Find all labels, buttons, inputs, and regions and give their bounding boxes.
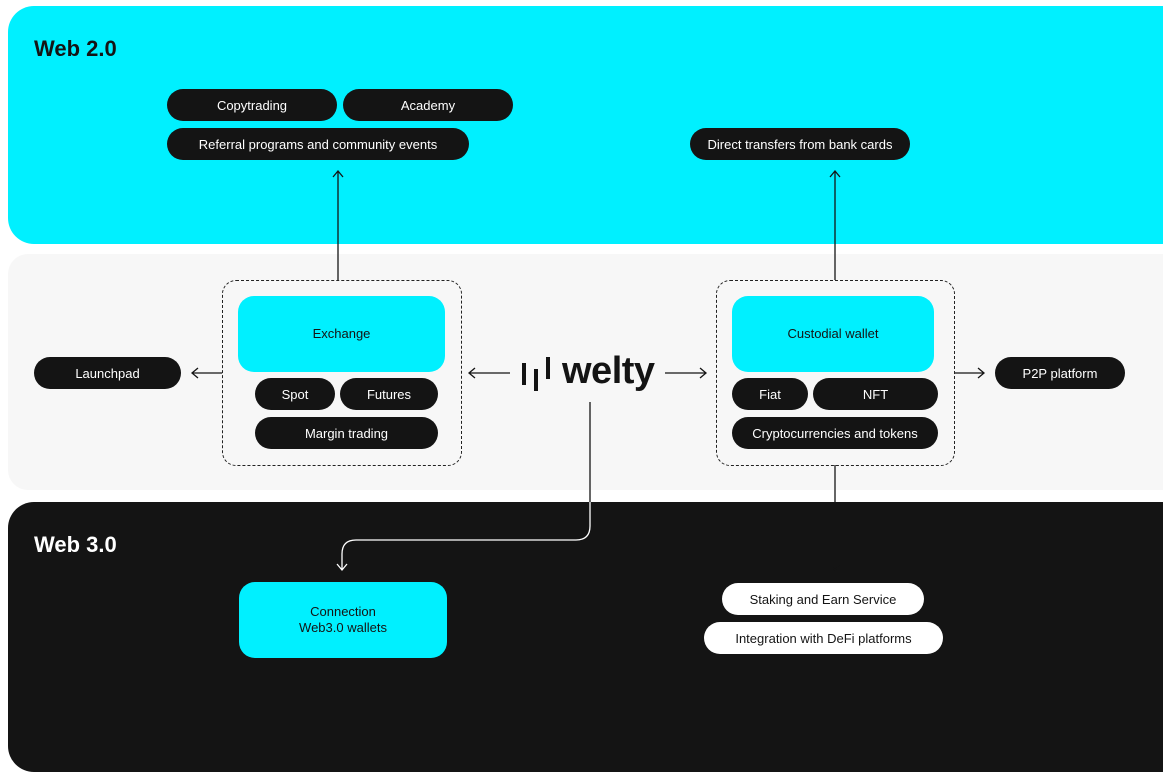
exchange-box: Exchange: [238, 296, 445, 372]
margin-trading-pill: Margin trading: [255, 417, 438, 449]
custodial-wallet-box: Custodial wallet: [732, 296, 934, 372]
copytrading-pill: Copytrading: [167, 89, 337, 121]
web2-title: Web 2.0: [34, 36, 117, 61]
spot-pill: Spot: [255, 378, 335, 410]
web2-section: [8, 6, 1163, 244]
connection-label: Connection: [310, 604, 376, 619]
referral-pill: Referral programs and community events: [167, 128, 469, 160]
staking-earn-pill: Staking and Earn Service: [722, 583, 924, 615]
web3-section: [8, 502, 1163, 772]
web3-title: Web 3.0: [34, 532, 117, 557]
fiat-pill: Fiat: [732, 378, 808, 410]
wallet-group: [716, 280, 955, 466]
exchange-group: [222, 280, 462, 466]
welty-logo-icon: [522, 357, 550, 391]
direct-transfers-pill: Direct transfers from bank cards: [690, 128, 910, 160]
nft-pill: NFT: [813, 378, 938, 410]
connection-web3-wallets-box: Connection Web3.0 wallets: [239, 582, 447, 658]
welty-wordmark: welty: [562, 350, 655, 392]
futures-pill: Futures: [340, 378, 438, 410]
connector-lines: [190, 169, 986, 572]
p2p-platform-pill: P2P platform: [995, 357, 1125, 389]
web3-wallets-label: Web3.0 wallets: [299, 620, 387, 635]
launchpad-pill: Launchpad: [34, 357, 181, 389]
academy-pill: Academy: [343, 89, 513, 121]
cryptocurrencies-pill: Cryptocurrencies and tokens: [732, 417, 938, 449]
defi-integration-pill: Integration with DeFi platforms: [704, 622, 943, 654]
platform-section: [8, 254, 1163, 490]
